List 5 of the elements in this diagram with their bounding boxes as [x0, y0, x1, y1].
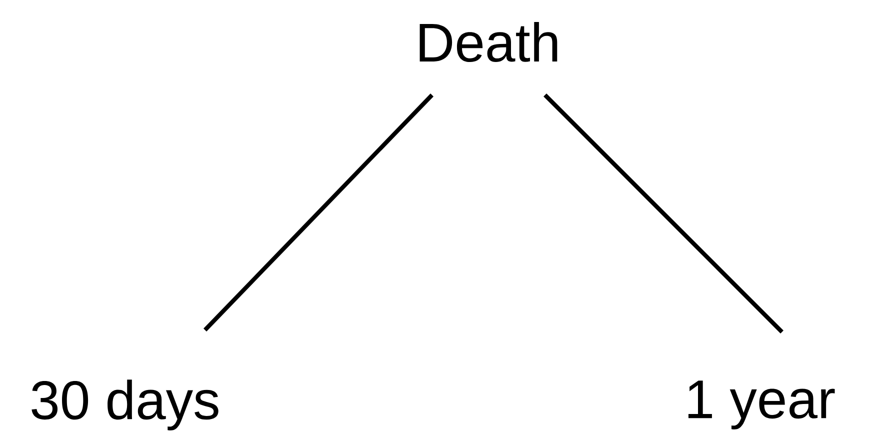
node-label: 1 year — [688, 380, 835, 430]
line — [203, 94, 434, 332]
node-label: Death — [420, 22, 558, 62]
line — [544, 94, 784, 334]
node-label: 30 days — [32, 380, 218, 430]
